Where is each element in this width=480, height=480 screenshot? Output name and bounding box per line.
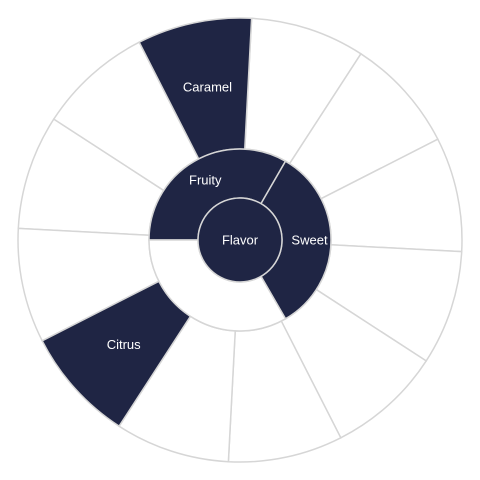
outer-label-caramel: Caramel bbox=[183, 79, 232, 94]
inner-label-sweet: Sweet bbox=[291, 233, 328, 248]
center-label: Flavor bbox=[222, 233, 259, 248]
center-node: Flavor bbox=[197, 197, 283, 283]
center-circle[interactable] bbox=[197, 197, 283, 283]
inner-label-fruity: Fruity bbox=[189, 172, 222, 187]
outer-label-citrus: Citrus bbox=[107, 337, 141, 352]
